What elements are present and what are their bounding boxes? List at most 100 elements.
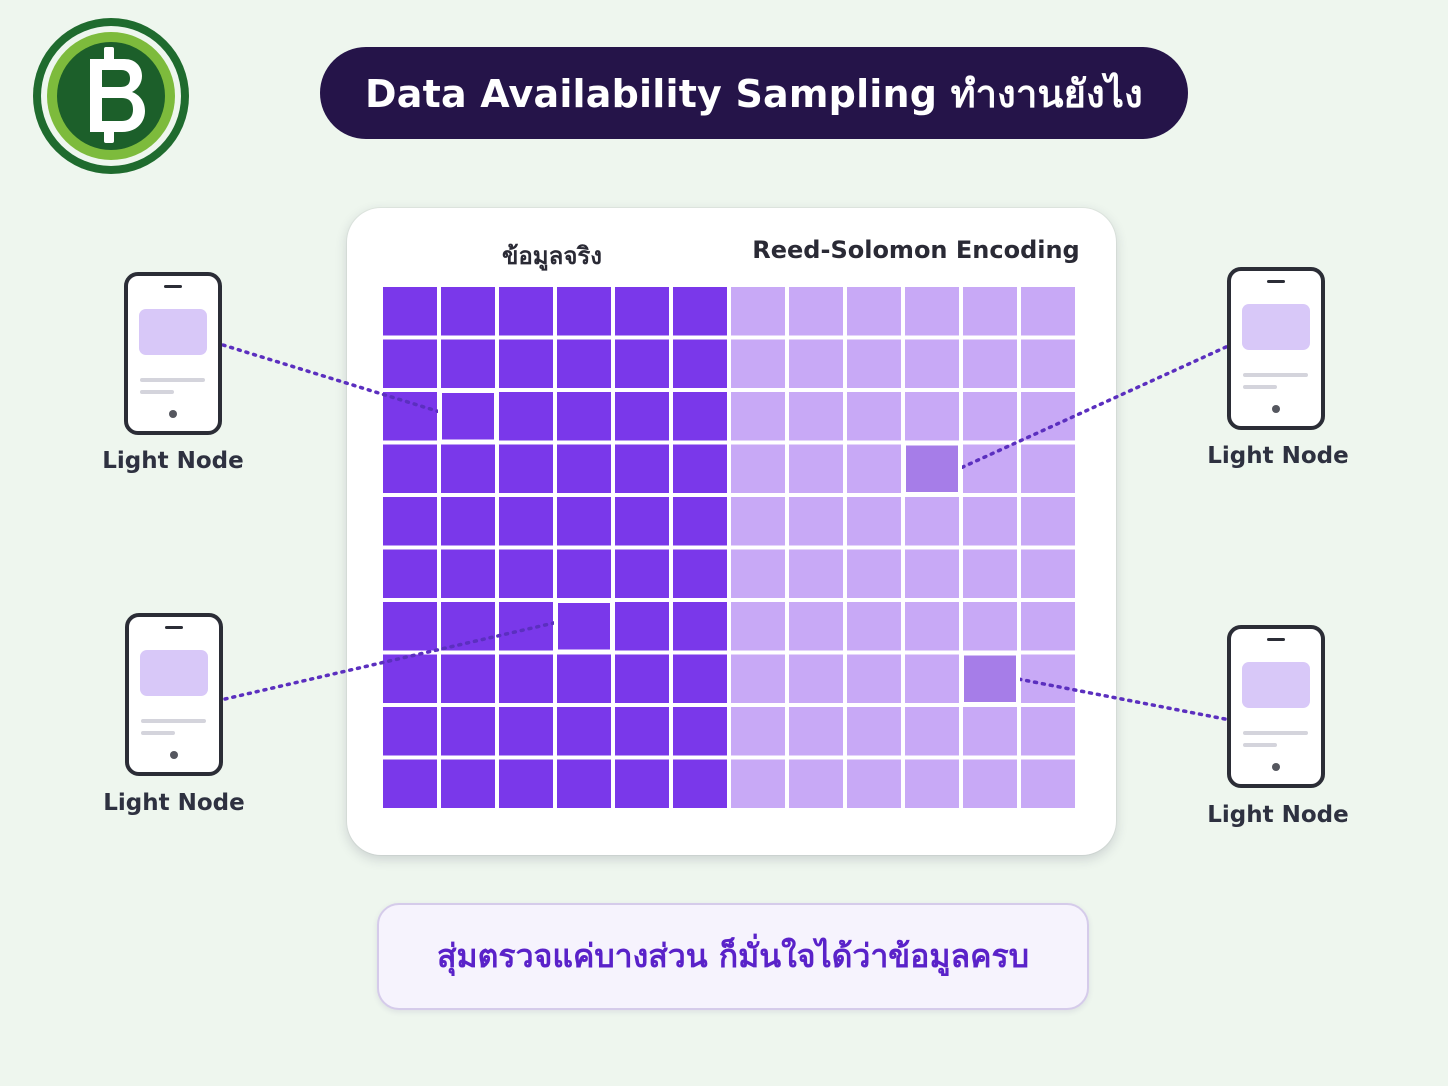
original-data-cell — [441, 549, 495, 598]
original-data-cell — [441, 444, 495, 493]
encoded-data-cell — [905, 339, 959, 388]
encoded-data-cell — [963, 497, 1017, 546]
original-data-cell — [499, 444, 553, 493]
encoded-data-cell — [789, 654, 843, 703]
original-data-cell — [615, 549, 669, 598]
original-data-cell — [383, 287, 437, 336]
original-data-cell — [615, 287, 669, 336]
original-data-cell — [383, 654, 437, 703]
encoded-data-cell — [1021, 759, 1075, 808]
encoded-data-cell — [905, 654, 959, 703]
encoded-data-cell — [847, 497, 901, 546]
encoded-data-cell — [847, 654, 901, 703]
original-data-cell — [673, 654, 727, 703]
original-data-cell — [383, 602, 437, 651]
original-data-cell — [673, 339, 727, 388]
sample-box — [554, 599, 614, 654]
original-data-cell — [383, 497, 437, 546]
original-data-cell — [557, 759, 611, 808]
encoded-data-cell — [963, 287, 1017, 336]
encoded-data-cell — [963, 392, 1017, 441]
original-data-cell — [557, 549, 611, 598]
original-data-cell — [615, 602, 669, 651]
encoded-data-cell — [847, 602, 901, 651]
encoded-data-cell — [905, 602, 959, 651]
encoded-data-cell — [1021, 339, 1075, 388]
original-data-cell — [441, 287, 495, 336]
sample-boxes — [438, 389, 1020, 706]
encoded-data-cell — [789, 497, 843, 546]
encoded-data-cell — [963, 339, 1017, 388]
encoded-data-cell — [789, 339, 843, 388]
encoded-data-cell — [847, 549, 901, 598]
encoded-data-cell — [847, 444, 901, 493]
original-data-cell — [615, 707, 669, 756]
light-node-label: Light Node — [1207, 443, 1349, 469]
encoded-data-cell — [731, 497, 785, 546]
title-banner: Data Availability Sampling ทำงานยังไง — [320, 47, 1188, 139]
encoded-data-cell — [789, 287, 843, 336]
encoded-data-cell — [731, 602, 785, 651]
encoded-data-cell — [789, 444, 843, 493]
baht-coin-logo — [33, 18, 189, 174]
original-data-cell — [557, 602, 611, 651]
encoded-data-cell — [789, 602, 843, 651]
original-data-cell — [615, 759, 669, 808]
original-data-cell — [499, 707, 553, 756]
original-data-cell — [673, 444, 727, 493]
encoded-data-cell — [847, 287, 901, 336]
original-data-cell — [615, 392, 669, 441]
original-data-cell — [673, 602, 727, 651]
original-data-cell — [499, 287, 553, 336]
original-data-cell — [615, 339, 669, 388]
encoded-data-label: Reed-Solomon Encoding — [752, 236, 1080, 264]
original-data-cell — [557, 444, 611, 493]
original-data-cell — [499, 392, 553, 441]
encoded-data-cell — [1021, 654, 1075, 703]
encoded-data-cell — [1021, 707, 1075, 756]
encoded-data-cell — [789, 392, 843, 441]
encoded-data-cell — [847, 707, 901, 756]
light-node-phone-icon — [124, 272, 222, 435]
sampling-connector-line — [221, 343, 443, 414]
encoded-data-cell — [905, 707, 959, 756]
original-data-cell — [383, 759, 437, 808]
original-data-cell — [615, 444, 669, 493]
encoded-data-cell — [963, 444, 1017, 493]
sampling-connectors — [221, 343, 1228, 721]
summary-text: สุ่มตรวจแค่บางส่วน ก็มั่นใจได้ว่าข้อมูลค… — [437, 937, 1029, 975]
data-grid — [383, 287, 1075, 808]
encoded-data-cell — [731, 549, 785, 598]
sample-box — [960, 651, 1020, 706]
original-data-cell — [441, 392, 495, 441]
original-data-cell — [441, 707, 495, 756]
light-node-label: Light Node — [103, 790, 245, 816]
encoded-data-cell — [789, 759, 843, 808]
original-data-cell — [557, 654, 611, 703]
encoded-data-cell — [789, 549, 843, 598]
encoded-data-cell — [1021, 287, 1075, 336]
light-node-phone-icon — [1227, 267, 1325, 430]
encoded-data-cell — [905, 549, 959, 598]
original-data-cell — [615, 497, 669, 546]
light-node-label: Light Node — [1207, 802, 1349, 828]
original-data-cell — [673, 287, 727, 336]
original-data-cell — [383, 549, 437, 598]
encoded-data-cell — [731, 654, 785, 703]
original-data-cell — [383, 707, 437, 756]
original-data-cell — [441, 339, 495, 388]
original-data-cell — [557, 497, 611, 546]
encoded-data-cell — [963, 602, 1017, 651]
original-data-cell — [383, 339, 437, 388]
original-data-cell — [673, 549, 727, 598]
original-data-cell — [499, 759, 553, 808]
encoded-data-cell — [1021, 602, 1075, 651]
encoded-data-cell — [905, 497, 959, 546]
encoded-data-cell — [789, 707, 843, 756]
original-data-cell — [383, 444, 437, 493]
original-data-cell — [499, 339, 553, 388]
encoded-data-cell — [847, 339, 901, 388]
encoded-data-cell — [963, 707, 1017, 756]
original-data-cell — [557, 392, 611, 441]
